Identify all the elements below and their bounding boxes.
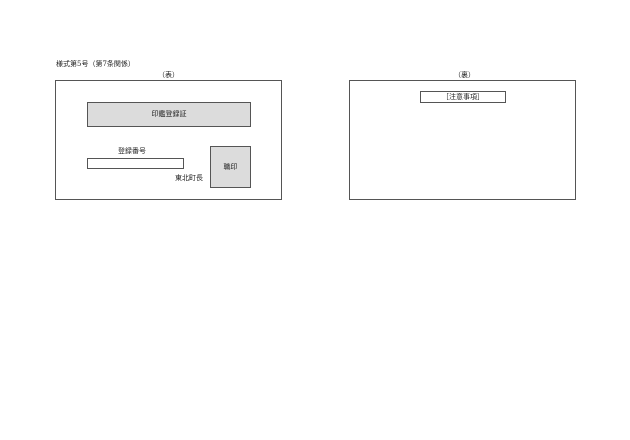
back-card: ［注意事項］	[349, 80, 576, 200]
back-heading: （裏）	[454, 71, 475, 79]
registration-number-field	[87, 158, 184, 169]
official-seal: 職印	[210, 146, 251, 188]
registration-number-label: 登録番号	[118, 147, 146, 155]
notes-title: ［注意事項］	[420, 91, 506, 103]
front-card: 印鑑登録証 登録番号 東北町長 職印	[55, 80, 282, 200]
front-heading: （表）	[158, 71, 179, 79]
certificate-title: 印鑑登録証	[87, 102, 251, 127]
issuer-name: 東北町長	[175, 174, 203, 182]
form-label: 様式第5号（第7条関係）	[56, 60, 135, 68]
